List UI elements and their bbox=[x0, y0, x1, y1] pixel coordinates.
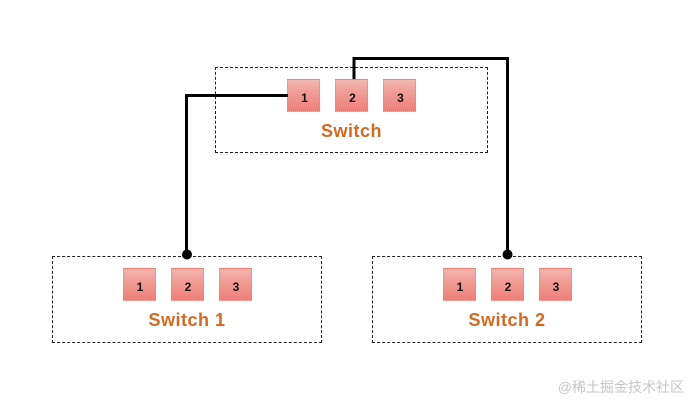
switch-top-box: 1 2 3 Switch bbox=[215, 67, 488, 153]
switch-top-label: Switch bbox=[320, 121, 382, 141]
switch-2-box: 1 2 3 Switch 2 bbox=[372, 256, 642, 343]
switch-2-label: Switch 2 bbox=[468, 310, 546, 330]
watermark: @稀土掘金技术社区 bbox=[557, 379, 684, 395]
switch-top-port-3: 3 bbox=[383, 79, 416, 112]
switch-top-ports: 1 2 3 bbox=[287, 79, 416, 112]
switch-1-port-3: 3 bbox=[218, 268, 252, 301]
switch-top-port-2: 2 bbox=[335, 79, 368, 112]
switch-2-port-3: 3 bbox=[538, 268, 572, 301]
switch-top-port-1: 1 bbox=[287, 79, 320, 112]
switch-1-label: Switch 1 bbox=[148, 310, 226, 330]
switch-2-port-1: 1 bbox=[442, 268, 476, 301]
switch-1-box: 1 2 3 Switch 1 bbox=[52, 256, 322, 343]
switch-1-port-1: 1 bbox=[122, 268, 156, 301]
switch-1-port-2: 2 bbox=[170, 268, 204, 301]
switch-2-port-2: 2 bbox=[490, 268, 524, 301]
switch-1-ports: 1 2 3 bbox=[122, 268, 252, 301]
switch-2-ports: 1 2 3 bbox=[442, 268, 572, 301]
